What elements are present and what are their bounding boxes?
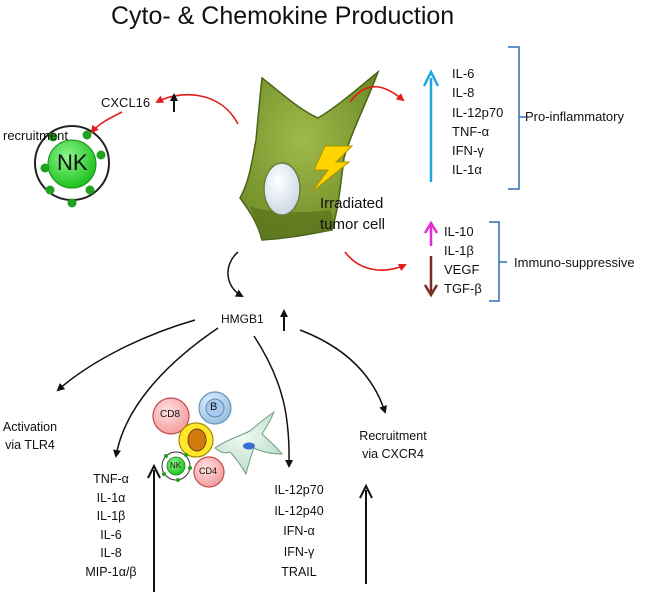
cell-label-line1: Irradiated bbox=[320, 195, 384, 212]
left-cytokine-item: IL-1β bbox=[96, 509, 126, 524]
nk-granules bbox=[40, 130, 106, 208]
macrophage-nucleus bbox=[187, 428, 207, 452]
activation-line: via TLR4 bbox=[5, 438, 55, 453]
right-cytokine-list: IL-12p70 IL-12p40 IFN-α IFN-γ TRAIL bbox=[262, 480, 336, 583]
cd4-cell bbox=[193, 456, 225, 488]
recruitment-cxcr4-line: Recruitment bbox=[359, 429, 427, 443]
proinflammatory-item: IFN-γ bbox=[452, 143, 484, 159]
recruitment-label: recruitment bbox=[3, 128, 69, 143]
page-title: Cyto- & Chemokine Production bbox=[111, 2, 455, 30]
arrow-cell-to-immunosuppressive bbox=[344, 251, 407, 272]
left-cytokine-item: IL-8 bbox=[100, 546, 122, 561]
activation-label: Activation via TLR4 bbox=[0, 418, 60, 455]
left-cytokine-item: MIP-1α/β bbox=[85, 564, 137, 579]
immunosuppressive-up-item: IL-1β bbox=[444, 243, 474, 259]
nk-small-label: NK bbox=[170, 461, 182, 470]
nk-label: NK bbox=[57, 150, 88, 175]
right-cytokine-item: IL-12p40 bbox=[274, 503, 324, 518]
right-cytokine-item: TRAIL bbox=[281, 565, 317, 579]
cd8-cell bbox=[152, 397, 190, 435]
right-list-arrowhead bbox=[359, 483, 373, 499]
recruitment-cxcr4-line: via CXCR4 bbox=[362, 447, 424, 462]
proinflammatory-arrowhead bbox=[422, 69, 440, 87]
immunosuppressive-bracket bbox=[489, 221, 500, 302]
recruitment-cxcr4-label: Recruitment via CXCR4 bbox=[346, 427, 440, 464]
right-cytokine-item: IL-12p70 bbox=[274, 483, 324, 497]
arrow-cxcl16-to-nk bbox=[90, 111, 123, 134]
left-cytokine-item: IL-1α bbox=[96, 490, 126, 505]
immunosuppressive-down-list: VEGF TGF-β bbox=[444, 260, 482, 299]
left-cytokine-list: TNF-α IL-1α IL-1β IL-6 IL-8 MIP-1α/β bbox=[78, 470, 144, 582]
cell-label-line2: tumor cell bbox=[320, 216, 386, 233]
proinflammatory-item: IL-12p70 bbox=[452, 104, 504, 120]
arrow-hmgb1-to-activation bbox=[56, 319, 196, 392]
arrow-hmgb1-to-recruitment bbox=[299, 329, 387, 414]
proinflammatory-item: IL-1α bbox=[452, 162, 482, 178]
proinflammatory-list: IL-6 IL-8 IL-12p70 TNF-α IFN-γ IL-1α bbox=[452, 64, 503, 180]
dendritic-nucleus bbox=[243, 442, 255, 450]
nk-small-nucleus bbox=[166, 456, 186, 476]
immunosuppressive-down-arrowhead bbox=[423, 284, 439, 298]
proinflammatory-bracket bbox=[508, 46, 520, 190]
arrow-cell-to-proinflammatory bbox=[349, 85, 405, 103]
immunosuppressive-label: Immuno-suppressive bbox=[514, 255, 635, 270]
hmgb1-label: HMGB1 bbox=[221, 312, 264, 326]
arrow-cell-to-cxcl16 bbox=[155, 93, 239, 125]
proinflammatory-item: IL-8 bbox=[452, 85, 475, 101]
cd4-label: CD4 bbox=[199, 466, 218, 476]
cxcl16-label: CXCL16 bbox=[101, 95, 151, 110]
nk-small-granules bbox=[162, 453, 192, 482]
lightning-icon bbox=[311, 145, 354, 193]
immunosuppressive-up-list: IL-10 IL-1β bbox=[444, 222, 474, 261]
arrow-hmgb1-to-left-cytokines bbox=[113, 327, 219, 458]
b-label: B bbox=[210, 401, 218, 413]
right-cytokine-item: IFN-γ bbox=[283, 544, 315, 559]
proinflammatory-item: IL-6 bbox=[452, 66, 475, 81]
immunosuppressive-up-arrowhead bbox=[423, 220, 439, 234]
left-cytokine-item: IL-6 bbox=[100, 527, 122, 542]
arrow-cell-to-hmgb1 bbox=[227, 251, 244, 297]
activation-line: Activation bbox=[2, 420, 58, 434]
immunosuppressive-down-item: VEGF bbox=[444, 262, 480, 277]
right-cytokine-item: IFN-α bbox=[283, 524, 315, 538]
nk-nucleus bbox=[47, 139, 97, 189]
cd8-label: CD8 bbox=[160, 409, 181, 420]
b-cell-nucleus bbox=[205, 398, 225, 418]
proinflammatory-label: Pro-inflammatory bbox=[525, 109, 624, 124]
immunosuppressive-down-item: TGF-β bbox=[444, 281, 482, 297]
left-list-arrowhead bbox=[147, 463, 161, 479]
arrow-hmgb1-to-right-cytokines bbox=[253, 335, 294, 468]
tumor-cell-shading bbox=[250, 206, 333, 240]
proinflammatory-item: TNF-α bbox=[452, 123, 490, 139]
tumor-cell-nucleus bbox=[263, 162, 301, 216]
left-cytokine-item: TNF-α bbox=[93, 472, 129, 486]
immunosuppressive-up-item: IL-10 bbox=[444, 224, 474, 239]
